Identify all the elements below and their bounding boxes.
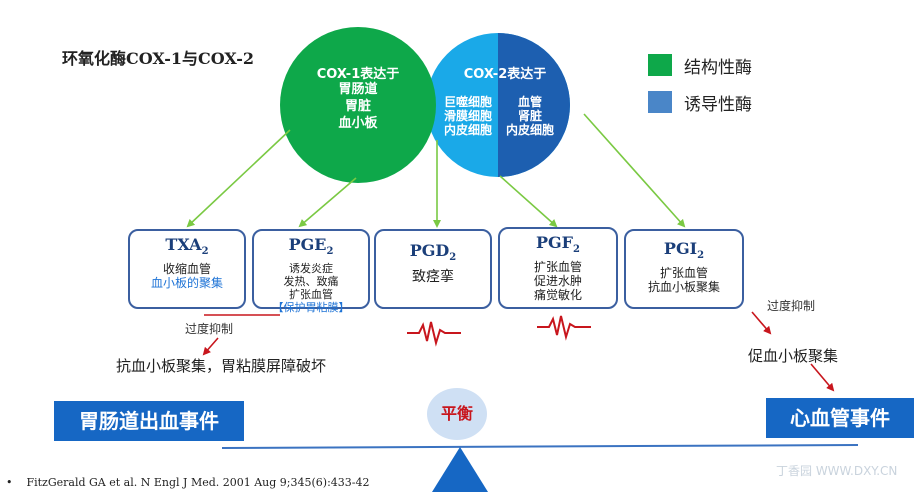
box-pgf2-line: 促进水肿 — [533, 274, 582, 289]
legend-swatch-constitutive — [648, 54, 672, 76]
box-pge2-line: 发热、致痛 — [283, 275, 339, 289]
cox2-right-site: 肾脏 — [517, 109, 542, 123]
box-txa2-blue-line: 血小板的聚集 — [150, 276, 223, 291]
reference-text: FitzGerald GA et al. N Engl J Med. 2001 … — [26, 476, 370, 489]
arrow-left-inhibit — [202, 337, 219, 356]
watermark: 丁香园 WWW.DXY.CN — [776, 464, 898, 478]
cox2-left-sites: 巨噬细胞 滑膜细胞 内皮细胞 — [441, 95, 495, 137]
box-txa2-line: 收缩血管 — [162, 262, 211, 277]
box-pgd2-line: 致痉挛 — [412, 269, 454, 286]
box-pge2-line: 诱发炎症 — [289, 262, 333, 276]
box-pgf2-line: 扩张血管 — [533, 260, 582, 275]
balance-beam — [221, 444, 859, 449]
left-inhibit-note: 过度抑制 — [185, 322, 234, 336]
cox2-heading: COX-2表达于 — [463, 67, 547, 82]
pulse-pgd2 — [407, 321, 461, 347]
box-pgi2-line: 抗血小板聚集 — [647, 280, 720, 295]
box-txa2-heading: TXA2 — [165, 235, 209, 258]
diagram-title: 环氧化酶COX-1与COX-2 — [62, 49, 255, 68]
legend-swatch-inducible — [648, 91, 672, 113]
balance-label: 平衡 — [427, 388, 487, 440]
box-pge2-line: 扩张血管 — [289, 288, 333, 302]
cox2-left-site: 滑膜细胞 — [443, 109, 492, 123]
arrow-cox2-pgf2 — [499, 175, 558, 228]
right-event-cardiovascular: 心血管事件 — [766, 398, 914, 438]
right-effect: 促血小板聚集 — [748, 347, 839, 365]
arrow-right-effect — [810, 363, 835, 392]
arrow-cox1-pge2 — [298, 177, 357, 228]
reference-citation: • FitzGerald GA et al. N Engl J Med. 200… — [6, 476, 370, 489]
cox2-left-site: 巨噬细胞 — [443, 95, 492, 109]
box-pgf2: PGF2 扩张血管 促进水肿 痛觉敏化 — [498, 227, 618, 309]
balance-fulcrum — [432, 447, 488, 492]
cox1-circle — [280, 27, 436, 183]
box-pge2: PGE2 诱发炎症 发热、致痛 扩张血管 【保护胃粘膜】 — [252, 229, 370, 314]
box-pgi2: PGI2 扩张血管 抗血小板聚集 — [624, 229, 744, 309]
arrow-right-inhibit — [751, 311, 772, 335]
left-effect: 抗血小板聚集，胃粘膜屏障破坏 — [116, 357, 327, 375]
box-pgf2-heading: PGF2 — [535, 233, 581, 256]
box-pgd2: PGD2 致痉挛 — [374, 229, 492, 309]
cox1-site: 胃肠道 — [338, 82, 378, 97]
box-pgi2-heading: PGI2 — [663, 239, 705, 262]
box-pge2-blue-line: 【保护胃粘膜】 — [272, 301, 350, 315]
cox1-sites: 胃肠道 胃脏 血小板 — [298, 81, 418, 132]
cox2-right-sites: 血管 肾脏 内皮细胞 — [501, 95, 559, 137]
legend-label-constitutive: 结构性酶 — [684, 57, 752, 78]
cox1-site: 胃脏 — [344, 99, 371, 114]
cox2-right-site: 血管 — [517, 95, 542, 109]
right-inhibit-note: 过度抑制 — [767, 299, 816, 313]
bullet-icon: • — [6, 476, 27, 489]
pulse-pgf2 — [537, 315, 591, 341]
cox2-left-site: 内皮细胞 — [443, 123, 492, 137]
cox1-site: 血小板 — [338, 116, 378, 131]
box-pge2-heading: PGE2 — [288, 235, 334, 258]
legend-label-inducible: 诱导性酶 — [684, 94, 752, 115]
cox1-heading: COX-1表达于 — [316, 67, 400, 82]
box-pgi2-line: 扩张血管 — [659, 266, 708, 281]
cox2-right-site: 内皮细胞 — [505, 123, 554, 137]
arrow-cox2-pgi2 — [583, 113, 686, 228]
legend: 结构性酶 诱导性酶 — [648, 54, 752, 115]
arrow-cox1-txa2 — [186, 129, 291, 228]
box-pgf2-line: 痛觉敏化 — [533, 288, 582, 303]
box-pgd2-heading: PGD2 — [409, 241, 457, 264]
left-event-gi-bleeding: 胃肠道出血事件 — [54, 401, 244, 441]
box-txa2: TXA2 收缩血管 血小板的聚集 — [128, 229, 246, 309]
